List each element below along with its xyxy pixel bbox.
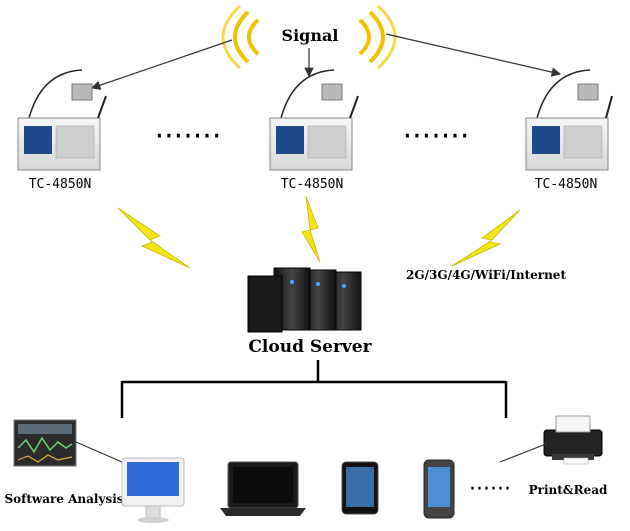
signal-label: Signal: [282, 26, 339, 45]
server-icon: [247, 267, 362, 333]
dots-left: ·······: [155, 119, 222, 154]
device-unit-3: [525, 69, 613, 171]
lightning-icon-center: [301, 195, 321, 263]
print-label: Print&Read: [529, 483, 608, 497]
tablet-icon: [341, 461, 379, 515]
lightning-icon-right: [451, 209, 521, 267]
device-unit-2: [269, 69, 359, 171]
printer-icon: [543, 415, 603, 465]
distribution-bracket: [120, 360, 508, 418]
smartphone-icon: [423, 459, 455, 519]
software-connector: [75, 441, 123, 463]
dots-bottom: ······: [469, 477, 511, 502]
signal-icon: [221, 4, 397, 70]
device-label-3: TC-4850N: [535, 177, 598, 192]
laptop-icon: [220, 461, 306, 516]
device-label-2: TC-4850N: [281, 177, 344, 192]
desktop-monitor-icon: [121, 457, 185, 523]
lightning-icon-left: [117, 207, 191, 269]
server-label: Cloud Server: [248, 337, 372, 357]
printer-connector: [499, 443, 547, 463]
device-unit-1: [17, 69, 107, 171]
software-screenshot-icon: [13, 419, 77, 467]
network-label: 2G/3G/4G/WiFi/Internet: [406, 268, 566, 282]
dots-right: ·······: [403, 119, 470, 154]
device-label-1: TC-4850N: [29, 177, 92, 192]
software-label: Software Analysis: [4, 492, 123, 506]
signal-arrows: [90, 33, 562, 90]
